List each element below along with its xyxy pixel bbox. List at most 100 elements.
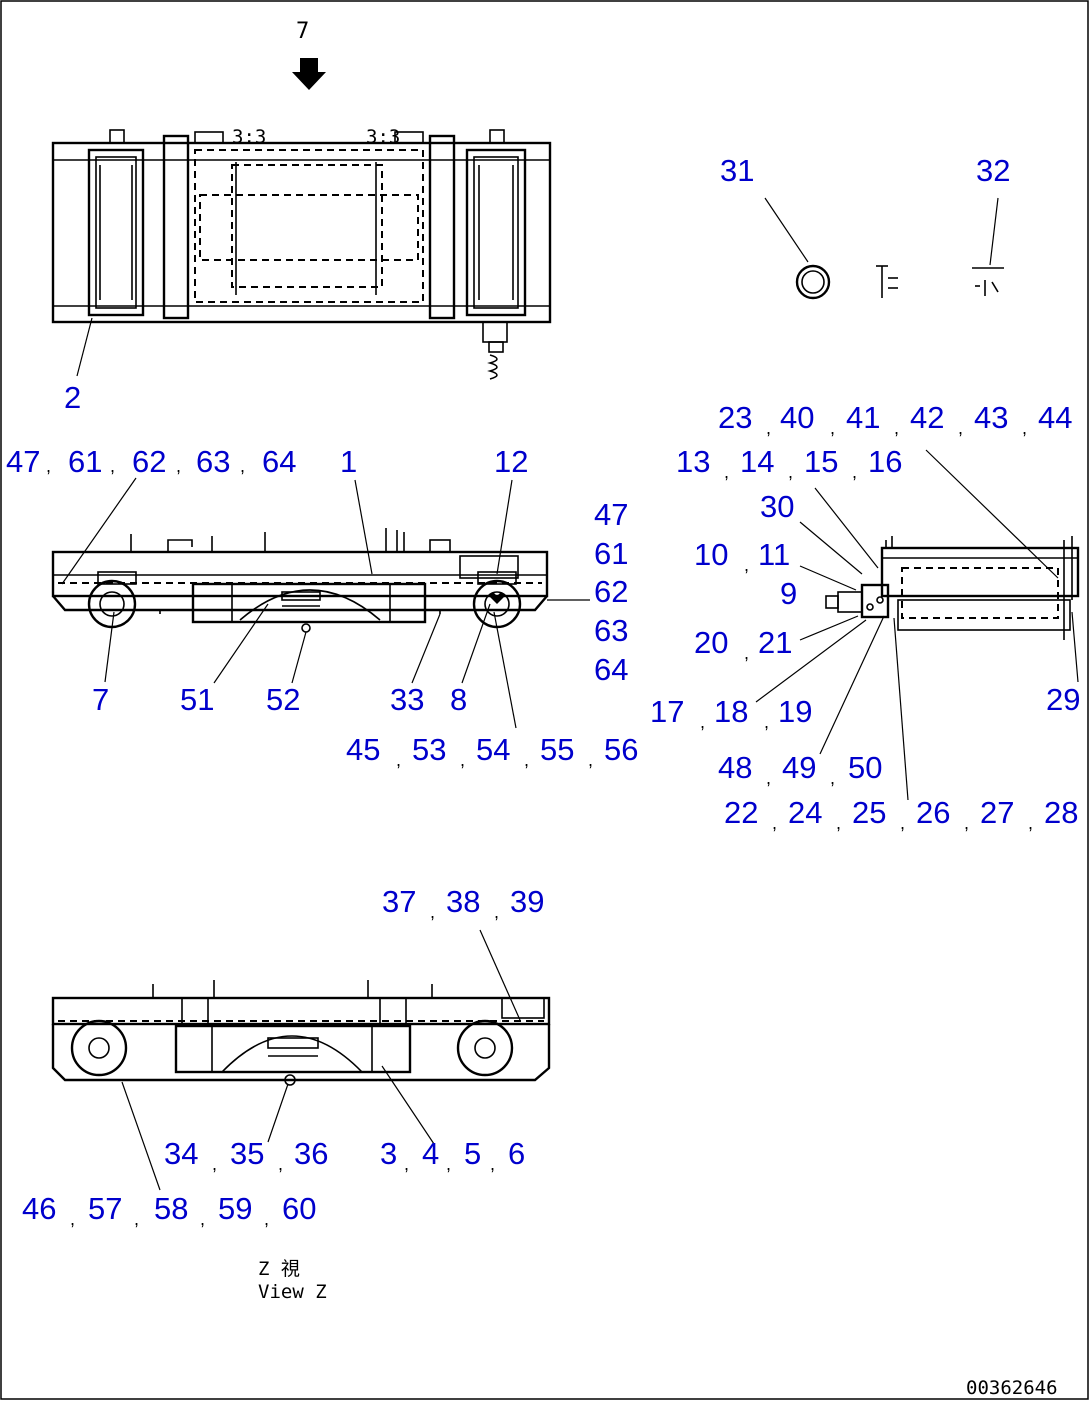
callout-36: 36 — [294, 1136, 328, 1171]
callout-54: 54 — [476, 732, 510, 767]
callout-63b: 63 — [594, 613, 628, 648]
callout-10: 10 — [694, 537, 728, 572]
svg-text:,: , — [772, 813, 777, 833]
svg-text:,: , — [264, 1209, 269, 1229]
svg-text:,: , — [852, 462, 857, 482]
svg-text:,: , — [240, 456, 245, 476]
svg-text:,: , — [744, 643, 749, 663]
callout-46: 46 — [22, 1191, 56, 1226]
svg-text:,: , — [764, 712, 769, 732]
svg-text:,: , — [766, 418, 771, 438]
view-z-caption: View Z — [258, 1281, 327, 1303]
callout-29: 29 — [1046, 682, 1080, 717]
svg-text:,: , — [404, 1154, 409, 1174]
svg-text:,: , — [1028, 813, 1033, 833]
svg-text:,: , — [744, 555, 749, 575]
callout-12: 12 — [494, 444, 528, 479]
callout-14: 14 — [740, 444, 774, 479]
callout-40: 40 — [780, 400, 814, 435]
callout-50: 50 — [848, 750, 882, 785]
callout-55: 55 — [540, 732, 574, 767]
small-parts: 31 32 — [720, 153, 1010, 300]
callout-57: 57 — [88, 1191, 122, 1226]
callout-17: 17 — [650, 694, 684, 729]
svg-text:,: , — [830, 768, 835, 788]
svg-text:,: , — [830, 418, 835, 438]
callout-34: 34 — [164, 1136, 198, 1171]
callout-43: 43 — [974, 400, 1008, 435]
callout-28: 28 — [1044, 795, 1078, 830]
svg-text:,: , — [46, 456, 51, 476]
svg-text:,: , — [134, 1209, 139, 1229]
svg-text:,: , — [894, 418, 899, 438]
svg-text:,: , — [964, 813, 969, 833]
callout-63a: 63 — [196, 444, 230, 479]
callout-47a: 47 — [6, 444, 40, 479]
callout-51: 51 — [180, 682, 214, 717]
svg-text:,: , — [70, 1209, 75, 1229]
callout-53: 53 — [412, 732, 446, 767]
callout-33: 33 — [390, 682, 424, 717]
callout-24: 24 — [788, 795, 822, 830]
callout-38: 38 — [446, 884, 480, 919]
svg-text:,: , — [766, 768, 771, 788]
callout-6: 6 — [508, 1136, 525, 1171]
callout-19: 19 — [778, 694, 812, 729]
callout-11: 11 — [758, 537, 790, 572]
svg-text:,: , — [588, 750, 593, 770]
callout-2: 2 — [64, 380, 81, 415]
callout-59: 59 — [218, 1191, 252, 1226]
svg-text:,: , — [724, 462, 729, 482]
callout-20: 20 — [694, 625, 728, 660]
callout-30: 30 — [760, 489, 794, 524]
svg-text:,: , — [958, 418, 963, 438]
svg-text:,: , — [494, 902, 499, 922]
callout-61a: 61 — [68, 444, 102, 479]
callout-23: 23 — [718, 400, 752, 435]
callout-39: 39 — [510, 884, 544, 919]
callout-15: 15 — [804, 444, 838, 479]
svg-text:,: , — [446, 1154, 451, 1174]
callout-13: 13 — [676, 444, 710, 479]
svg-text:,: , — [460, 750, 465, 770]
callout-22: 22 — [724, 795, 758, 830]
side-view: 23 , 40 , 41 , 42 , 43 , 44 13 , 14 , 15… — [650, 400, 1080, 833]
callout-5: 5 — [464, 1136, 481, 1171]
svg-text:,: , — [836, 813, 841, 833]
callout-62a: 62 — [132, 444, 166, 479]
callout-49: 49 — [782, 750, 816, 785]
front-view: 47 , 61 , 62 , 63 , 64 1 12 47 61 62 63 … — [6, 444, 638, 770]
view-z-caption-kanji: Z 視 — [258, 1258, 300, 1280]
callout-41: 41 — [846, 400, 880, 435]
svg-text:3:3: 3:3 — [366, 126, 400, 148]
callout-7: 7 — [92, 682, 109, 717]
svg-text:,: , — [176, 456, 181, 476]
callout-52: 52 — [266, 682, 300, 717]
callout-31: 31 — [720, 153, 754, 188]
callout-47b: 47 — [594, 497, 628, 532]
callout-27: 27 — [980, 795, 1014, 830]
svg-text:,: , — [700, 712, 705, 732]
svg-text:,: , — [788, 462, 793, 482]
callout-56: 56 — [604, 732, 638, 767]
svg-text:,: , — [430, 902, 435, 922]
svg-text:,: , — [490, 1154, 495, 1174]
callout-62b: 62 — [594, 574, 628, 609]
svg-text:3:3: 3:3 — [232, 126, 266, 148]
callout-25: 25 — [852, 795, 886, 830]
svg-text:,: , — [200, 1209, 205, 1229]
callout-4: 4 — [422, 1136, 439, 1171]
callout-58: 58 — [154, 1191, 188, 1226]
callout-64b: 64 — [594, 652, 628, 687]
callout-42: 42 — [910, 400, 944, 435]
callout-18: 18 — [714, 694, 748, 729]
callout-61b: 61 — [594, 536, 628, 571]
callout-45: 45 — [346, 732, 380, 767]
top-view: 7 3:3 3:3 2 — [51, 19, 552, 415]
callout-48: 48 — [718, 750, 752, 785]
svg-text:,: , — [524, 750, 529, 770]
callout-44: 44 — [1038, 400, 1072, 435]
svg-text:,: , — [396, 750, 401, 770]
